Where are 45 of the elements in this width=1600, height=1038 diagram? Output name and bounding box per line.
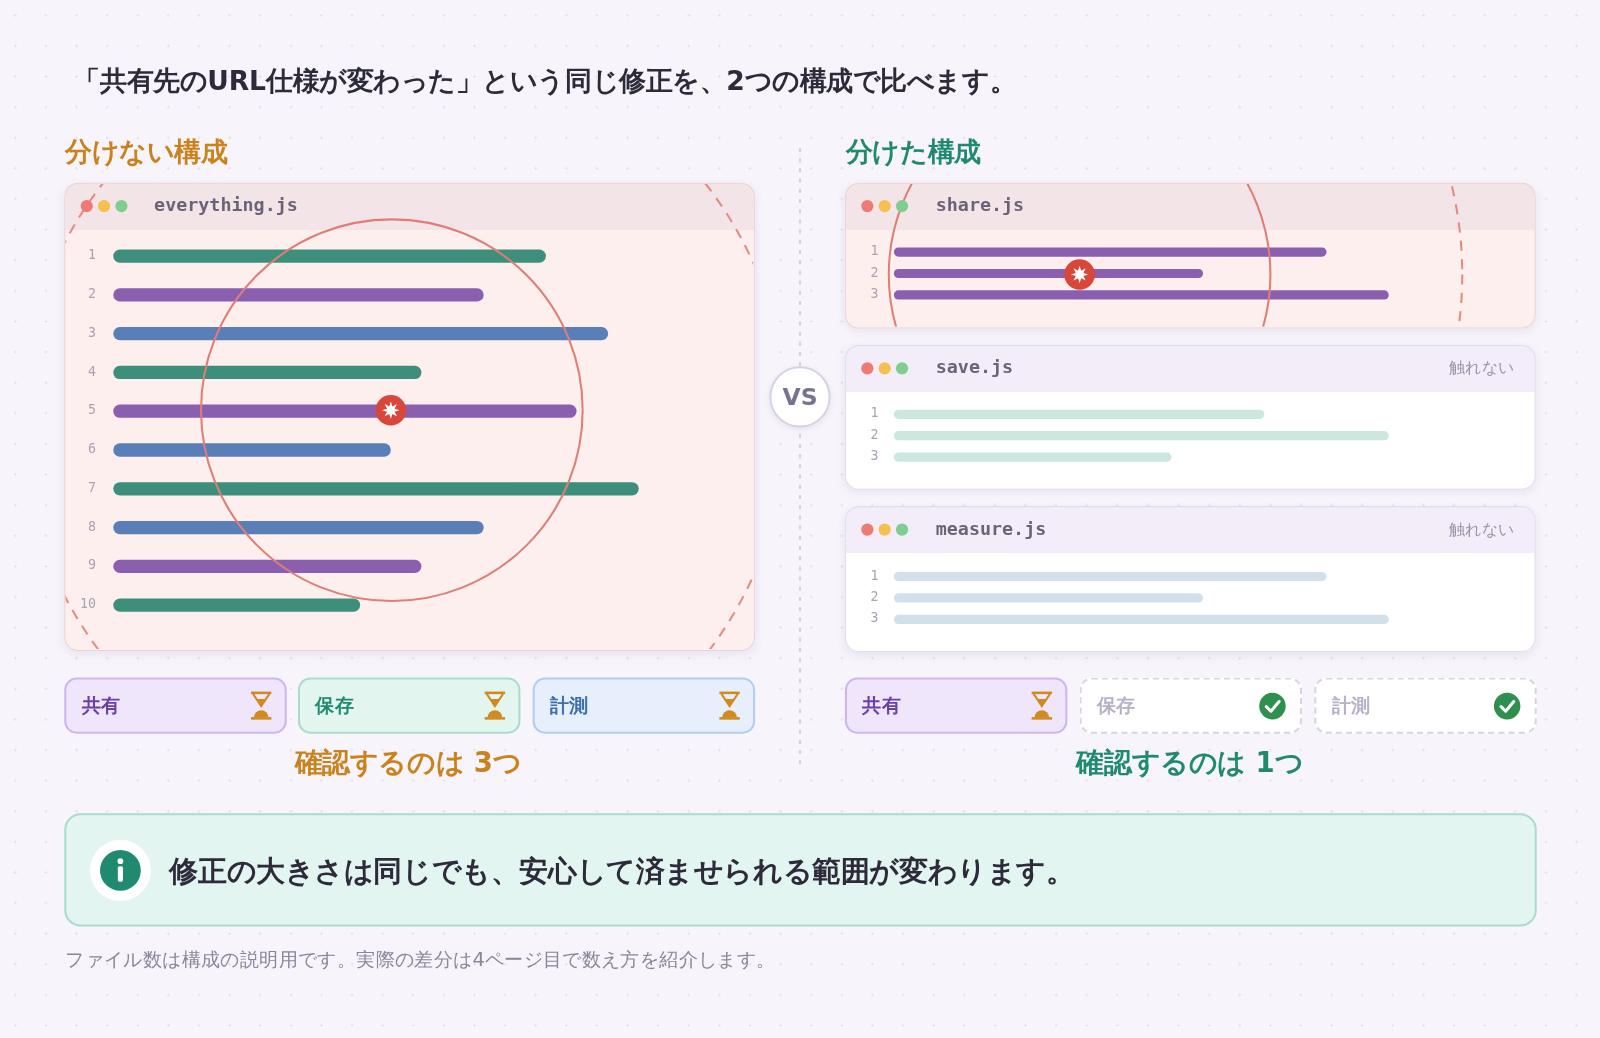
file-name: save.js — [935, 356, 1014, 378]
code-window — [844, 344, 1536, 490]
file-name: share.js — [935, 193, 1025, 216]
status-text: 触れない — [1449, 358, 1515, 380]
line-number: 1 — [870, 242, 879, 259]
code-window — [844, 506, 1536, 653]
line-number: 3 — [870, 285, 879, 301]
tag-label: 共有 — [862, 692, 901, 719]
section-heading: 分けた構成 — [845, 135, 981, 170]
line-number: 9 — [87, 557, 96, 573]
tag-label: 保存 — [1096, 692, 1136, 719]
title: 「共有先のURL仕様が変わった」という同じ修正を、2つの構成で比べます。 — [73, 64, 1017, 98]
status-tag — [1314, 677, 1537, 734]
line-number: 2 — [870, 264, 879, 280]
status-tag — [844, 677, 1068, 734]
line-number: 1 — [870, 567, 879, 583]
tag-label: 計測 — [1331, 692, 1371, 719]
line-number: 1 — [87, 246, 96, 263]
vs-label: VS — [781, 383, 819, 411]
tag-label: 共有 — [81, 692, 121, 719]
status-text: 触れない — [1449, 519, 1515, 541]
line-number: 3 — [870, 610, 879, 626]
line-number: 5 — [87, 402, 96, 418]
line-number: 3 — [870, 447, 879, 464]
caption: ファイル数は構成の説明用です。実際の差分は4ページ目で数え方を紹介します。 — [65, 946, 776, 973]
line-number: 10 — [79, 595, 96, 612]
count-text: 確認するのは 1つ — [1074, 745, 1305, 781]
section-heading: 分けない構成 — [65, 135, 228, 170]
status-tag — [1079, 677, 1303, 734]
line-number: 2 — [870, 588, 879, 605]
tag-label: 計測 — [550, 692, 589, 719]
line-number: 2 — [87, 285, 96, 301]
line-number: 4 — [87, 363, 96, 379]
tag-label: 保存 — [315, 692, 355, 719]
info-box — [64, 813, 1537, 927]
count-text: 確認するのは 3つ — [293, 745, 523, 781]
line-number: 6 — [87, 440, 96, 457]
file-name: measure.js — [935, 517, 1047, 539]
line-number: 3 — [87, 324, 96, 340]
line-number: 2 — [870, 426, 879, 442]
line-number: 1 — [870, 405, 879, 421]
line-number: 7 — [87, 479, 96, 495]
line-number: 8 — [87, 518, 96, 534]
file-name: everything.js — [154, 193, 298, 216]
info-text: 修正の大きさは同じでも、安心して済ませられる範囲が変わります。 — [169, 853, 1075, 890]
